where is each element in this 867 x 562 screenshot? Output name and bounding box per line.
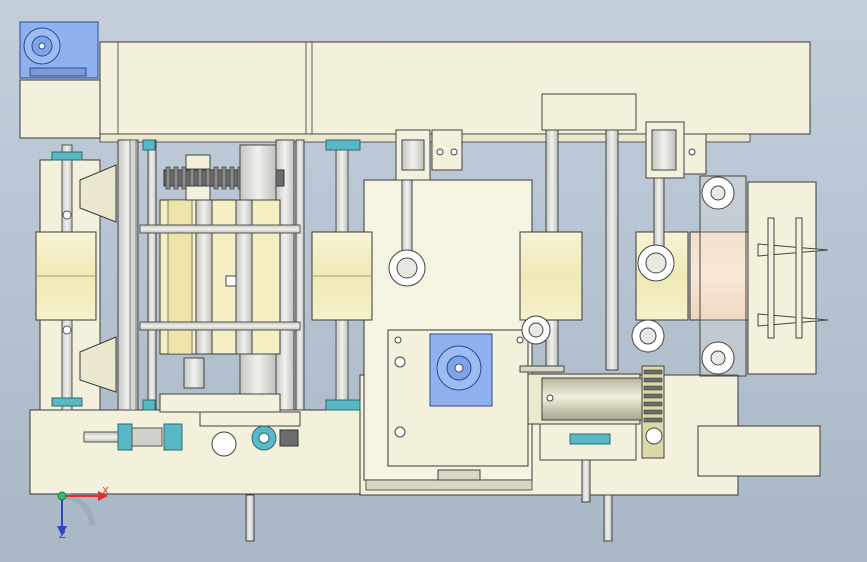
x-axis-arrow bbox=[98, 491, 108, 501]
axis-triad bbox=[57, 491, 108, 536]
z-axis-label: Z bbox=[59, 530, 66, 541]
bottom-left-drive bbox=[83, 411, 301, 457]
support-legs bbox=[245, 459, 613, 542]
left-roller-assembly bbox=[35, 144, 117, 411]
x-axis-label: X bbox=[102, 486, 109, 497]
gear-column-assembly bbox=[117, 139, 305, 413]
cylinder-rack bbox=[527, 365, 665, 461]
center-columns bbox=[388, 93, 689, 373]
top-left-motor bbox=[19, 21, 101, 139]
second-roller bbox=[311, 139, 373, 411]
right-side-assembly bbox=[631, 121, 829, 477]
origin-marker bbox=[57, 491, 67, 501]
z-axis-arrow bbox=[57, 526, 67, 536]
center-gearbox bbox=[387, 329, 529, 481]
